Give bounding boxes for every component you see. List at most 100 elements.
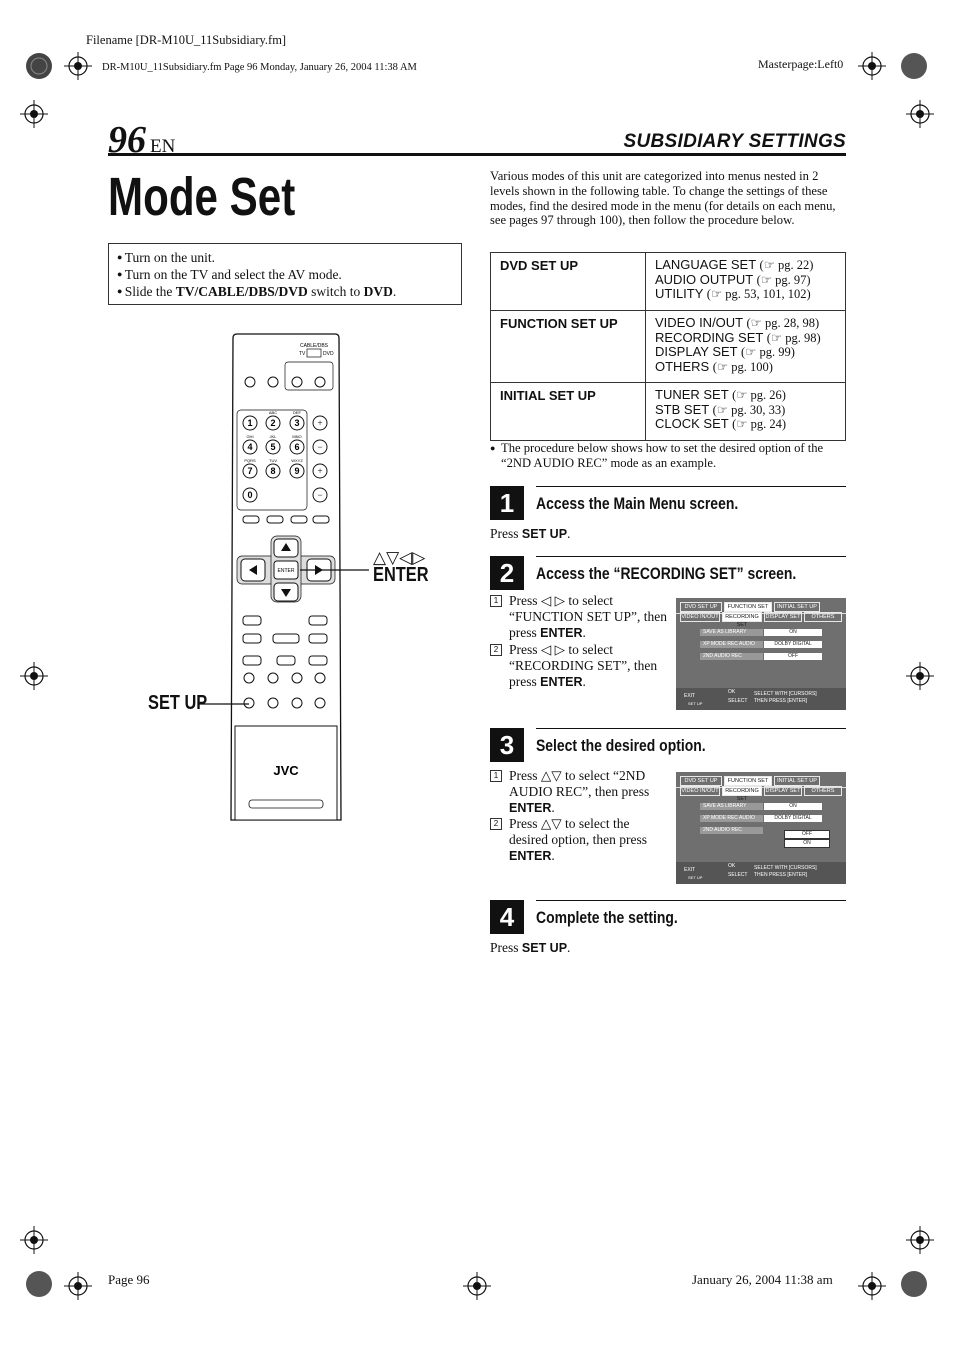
step-4: 4 Complete the setting. Press SET UP.: [490, 900, 846, 960]
number-key-6: [289, 439, 305, 455]
filename-label: Filename [DR-M10U_11Subsidiary.fm]: [86, 33, 287, 47]
key-letters-label: ABC: [269, 410, 277, 415]
svg-text:TV: TV: [299, 351, 306, 357]
registration-mark-icon: [906, 1226, 934, 1254]
menu-name: DVD SET UP: [490, 252, 646, 311]
masterpage-label: Masterpage:Left0: [758, 57, 844, 71]
registration-mark-icon: [463, 1272, 491, 1300]
number-key-label: 2: [270, 418, 275, 428]
registration-mark-icon: [858, 1272, 886, 1300]
step-heading: Select the desired option.: [536, 736, 706, 755]
key-letters-label: WXYZ: [291, 458, 303, 463]
svg-text:+: +: [317, 466, 322, 476]
step-heading: Access the “RECORDING SET” screen.: [536, 564, 797, 583]
step-number: 4: [490, 900, 524, 934]
number-key-3: [289, 415, 305, 431]
number-key-9: [289, 463, 305, 479]
registration-mark-icon: [64, 1272, 92, 1300]
number-key-label: 7: [247, 466, 252, 476]
prerequisites-box: Turn on the unit. Turn on the TV and sel…: [108, 243, 462, 305]
key-letters-label: DEF: [293, 410, 302, 415]
number-key-label: 6: [294, 442, 299, 452]
number-key-label: 9: [294, 466, 299, 476]
number-key-1: [242, 415, 258, 431]
number-key-label: 4: [247, 442, 252, 452]
number-key-5: [265, 439, 281, 455]
procedure-note: The procedure below shows how to set the…: [490, 441, 846, 471]
menu-items: TUNER SET (☞ pg. 26) STB SET (☞ pg. 30, …: [645, 382, 846, 441]
svg-text:+: +: [317, 418, 322, 428]
footer-page: Page 96: [108, 1272, 150, 1287]
prereq-item: Turn on the unit.: [117, 249, 453, 266]
menu-items: LANGUAGE SET (☞ pg. 22) AUDIO OUTPUT (☞ …: [645, 252, 846, 311]
registration-mark-icon: [20, 662, 48, 690]
svg-text:CABLE/DBS: CABLE/DBS: [300, 343, 329, 349]
menu-items: VIDEO IN/OUT (☞ pg. 28, 98) RECORDING SE…: [645, 310, 846, 383]
step-heading: Access the Main Menu screen.: [536, 494, 739, 513]
prereq-item: Turn on the TV and select the AV mode.: [117, 266, 453, 283]
menu-name: INITIAL SET UP: [490, 382, 646, 441]
file-info-label: DR-M10U_11Subsidiary.fm Page 96 Monday, …: [102, 62, 417, 73]
svg-text:DVD: DVD: [323, 351, 334, 357]
number-key-0: [242, 487, 258, 503]
key-letters-label: PQRS: [244, 458, 256, 463]
number-key-label: 3: [294, 418, 299, 428]
title-rule: [108, 153, 846, 156]
osd-screenshot-2nd-audio-rec: DVD SET UP FUNCTION SET UP INITIAL SET U…: [676, 772, 846, 884]
page-title: Mode Set: [108, 167, 296, 227]
registration-mark-icon: [20, 1226, 48, 1254]
number-key-label: 0: [247, 490, 252, 500]
step-number: 2: [490, 556, 524, 590]
step-instruction: Press SET UP.: [490, 940, 571, 955]
key-letters-label: JKL: [270, 434, 278, 439]
enter-key-label: ENTER: [278, 568, 295, 574]
menu-name: FUNCTION SET UP: [490, 310, 646, 383]
callout-setup-label: SET UP: [148, 692, 208, 714]
menu-table: DVD SET UP LANGUAGE SET (☞ pg. 22) AUDIO…: [490, 252, 846, 441]
osd-screenshot-recording-set: DVD SET UP FUNCTION SET UP INITIAL SET U…: [676, 598, 846, 710]
crop-mark-shaded-icon: [901, 1271, 927, 1297]
callout-arrows-label: △▽◁▷: [373, 548, 426, 567]
step-number: 1: [490, 486, 524, 520]
callout-enter-label: ENTER: [373, 564, 429, 586]
language-code: EN: [150, 136, 176, 157]
registration-mark-icon: [858, 52, 886, 80]
number-key-label: 8: [270, 466, 275, 476]
number-key-7: [242, 463, 258, 479]
prereq-item: Slide the TV/CABLE/DBS/DVD switch to DVD…: [117, 283, 453, 300]
step-heading: Complete the setting.: [536, 908, 678, 927]
table-row: INITIAL SET UP TUNER SET (☞ pg. 26) STB …: [490, 382, 846, 441]
svg-text:−: −: [317, 442, 322, 452]
table-row: FUNCTION SET UP VIDEO IN/OUT (☞ pg. 28, …: [490, 310, 846, 383]
registration-mark-icon: [906, 662, 934, 690]
registration-mark-icon: [20, 100, 48, 128]
step-instruction: Press SET UP.: [490, 526, 571, 541]
key-letters-label: MNO: [292, 434, 301, 439]
step-1: 1 Access the Main Menu screen. Press SET…: [490, 486, 846, 546]
section-title: SUBSIDIARY SETTINGS: [623, 131, 846, 152]
registration-mark-icon: [906, 100, 934, 128]
intro-paragraph: Various modes of this unit are categoriz…: [490, 169, 836, 228]
footer-date: January 26, 2004 11:38 am: [692, 1272, 833, 1287]
key-letters-label: GHI: [246, 434, 253, 439]
crop-mark-shaded-icon: [26, 1271, 52, 1297]
number-key-label: 5: [270, 442, 275, 452]
number-key-label: 1: [247, 418, 252, 428]
key-letters-label: TUV: [269, 458, 277, 463]
number-key-2: [265, 415, 281, 431]
crop-mark-shaded-icon: [26, 53, 52, 79]
number-key-4: [242, 439, 258, 455]
callout-lines: [199, 569, 369, 705]
brand-logo: JVC: [273, 763, 299, 778]
registration-mark-icon: [64, 52, 92, 80]
crop-mark-shaded-icon: [901, 53, 927, 79]
number-key-8: [265, 463, 281, 479]
step-number: 3: [490, 728, 524, 762]
svg-text:−: −: [317, 490, 322, 500]
